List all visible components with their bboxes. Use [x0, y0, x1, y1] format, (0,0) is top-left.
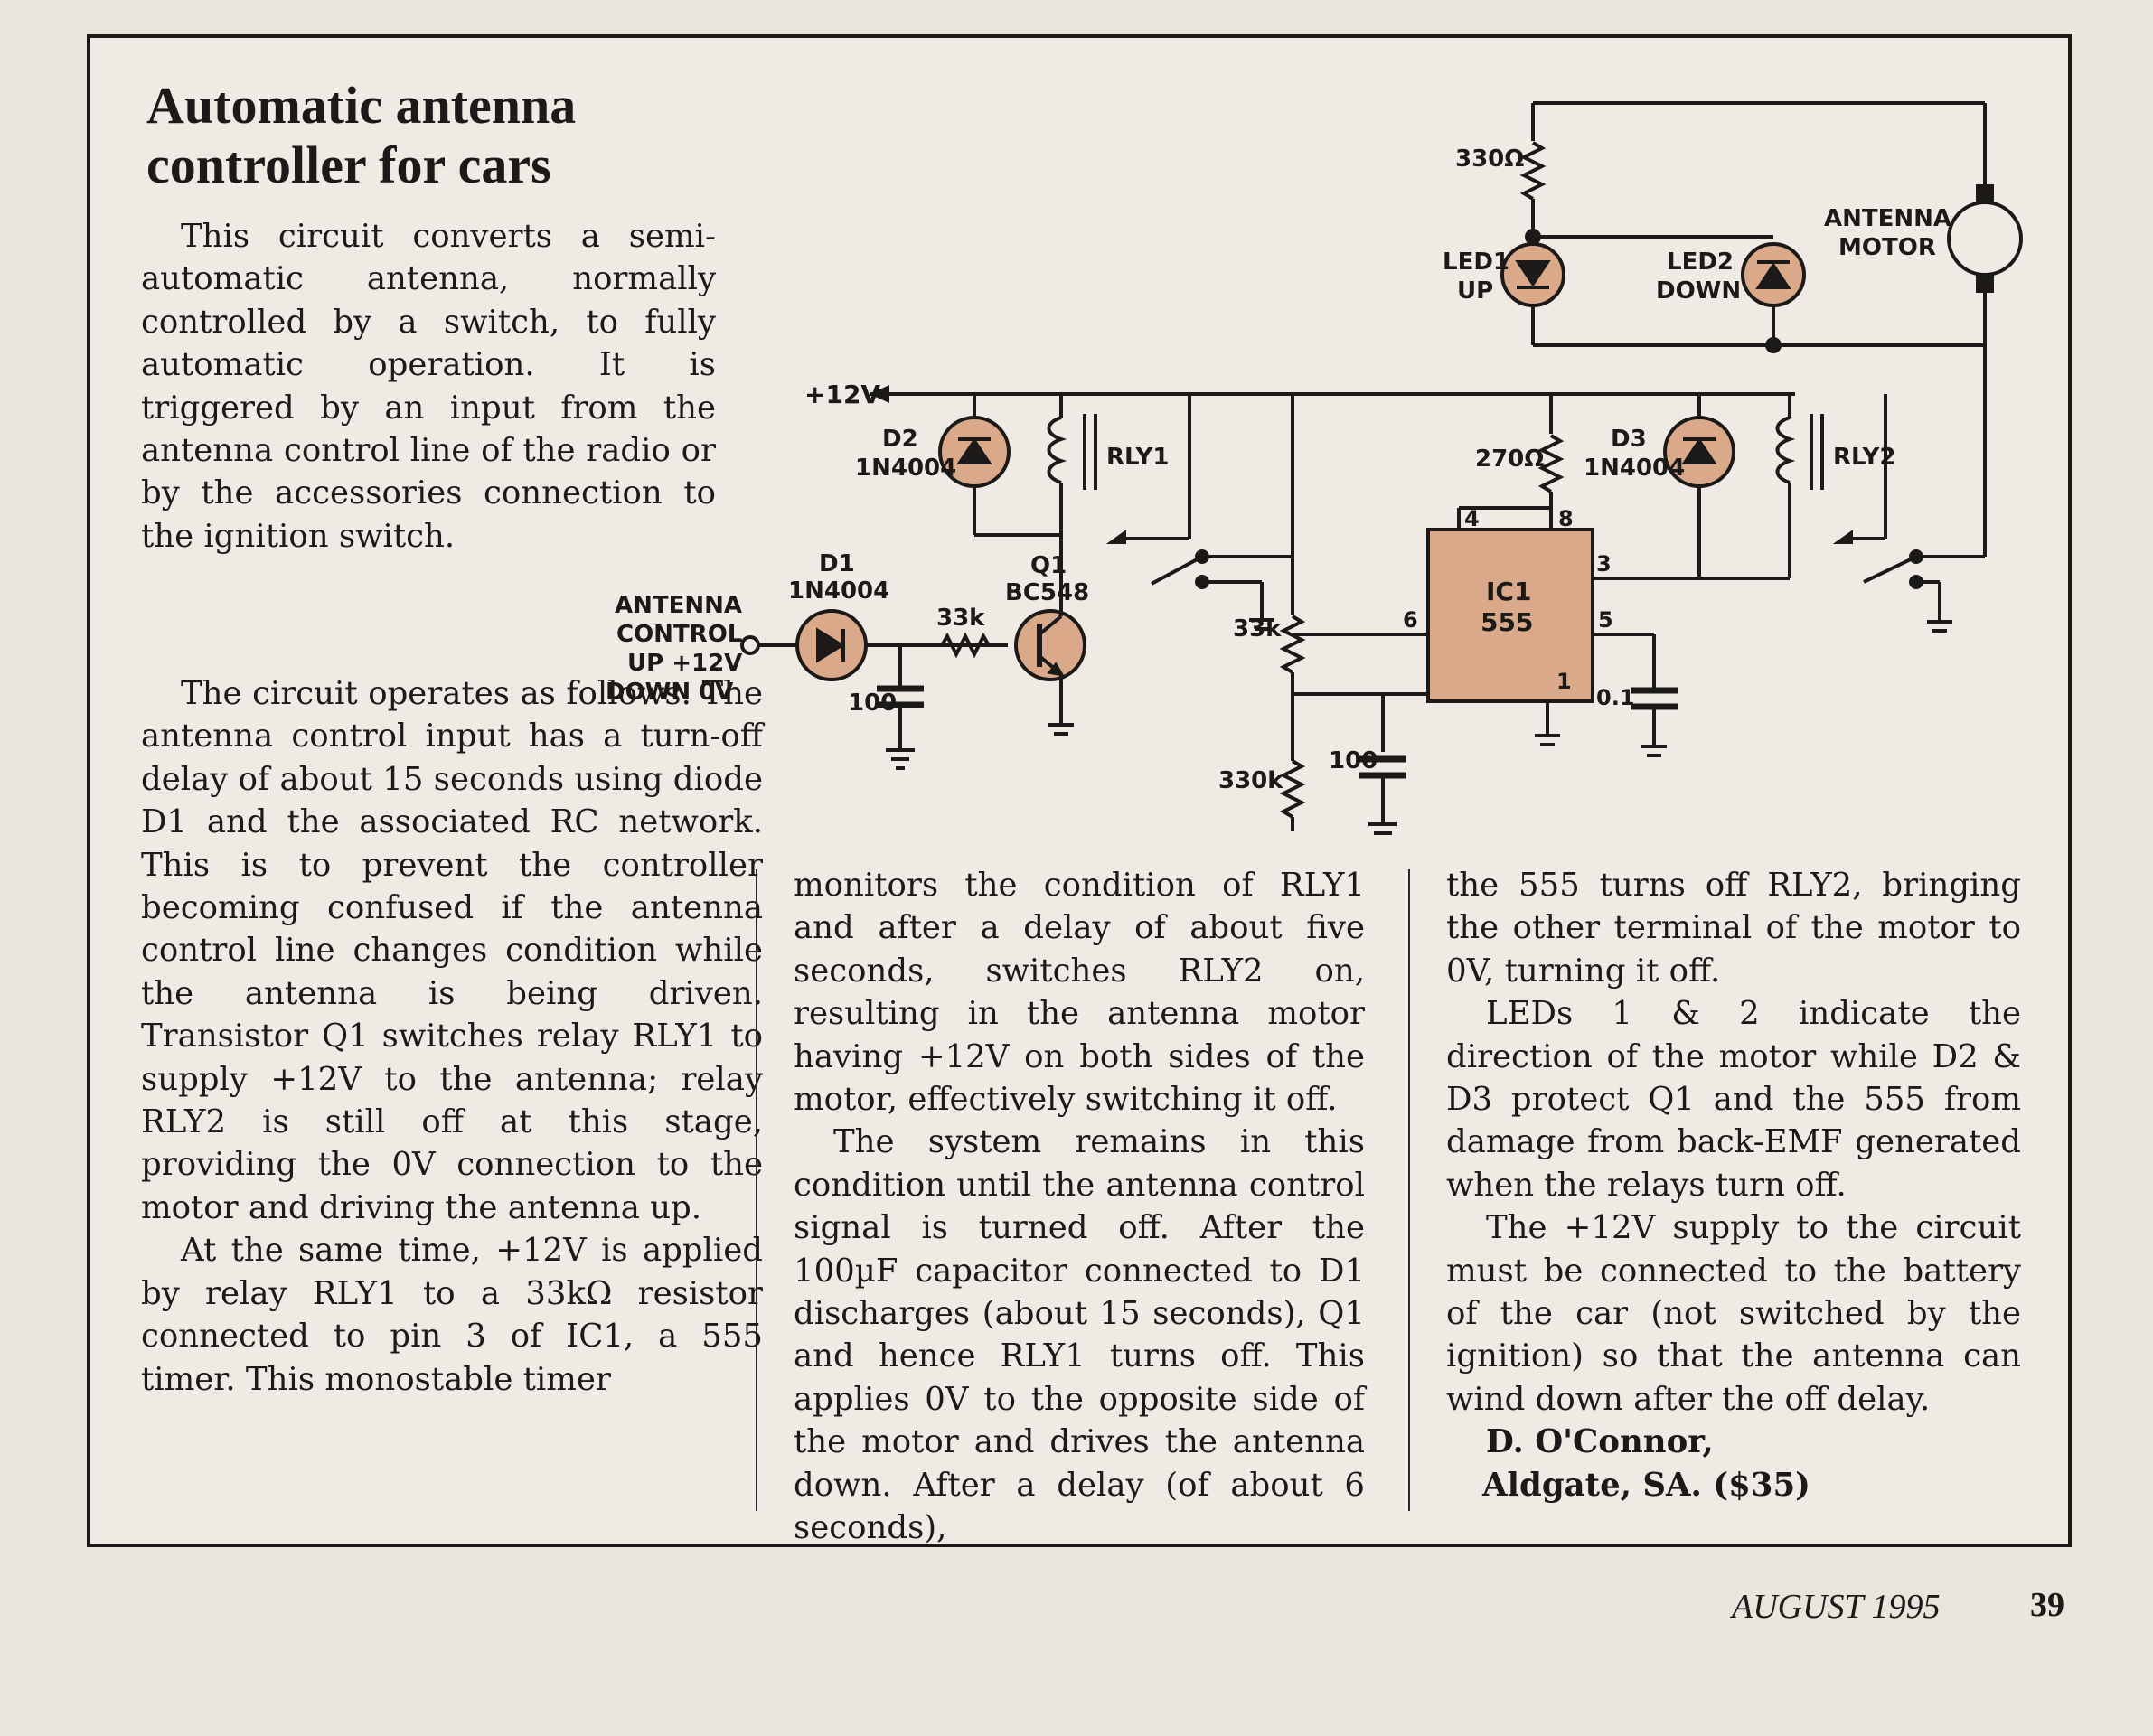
- antenna-motor-icon: [1947, 201, 2023, 277]
- paragraph: This circuit converts a semi-automatic a…: [141, 218, 716, 555]
- author-name: D. O'Connor,: [1486, 1423, 1714, 1461]
- pin5-label: 5: [1598, 607, 1613, 633]
- d1-type: 1N4004: [788, 577, 889, 605]
- cin-label: 100: [848, 690, 897, 717]
- ic1-555-chip: [1426, 528, 1594, 703]
- rtop-label: 330Ω: [1455, 145, 1524, 173]
- issue-date: AUGUST 1995: [1732, 1588, 1941, 1626]
- ric-label: 270Ω: [1475, 446, 1544, 473]
- column-divider: [1408, 869, 1410, 1511]
- page-number: 39: [2030, 1586, 2064, 1624]
- d2-type: 1N4004: [855, 455, 956, 482]
- paragraph: monitors the condition of RLY1 and after…: [794, 867, 1365, 1119]
- paragraph: the 555 turns off RLY2, bringing the oth…: [1446, 867, 2021, 990]
- input-label-2: CONTROL: [616, 621, 742, 648]
- rly2-coil-icon: [1775, 416, 1796, 484]
- d1-label: D1: [819, 550, 855, 577]
- title-line-1: Automatic antenna: [146, 76, 577, 135]
- motor-label-2: MOTOR: [1838, 234, 1936, 261]
- paragraph: The circuit operates as follows. The ant…: [141, 675, 763, 1226]
- input-label-1: ANTENNA: [615, 592, 742, 619]
- cctrl-label: 0.1: [1596, 685, 1635, 710]
- led1-label: LED1: [1443, 249, 1509, 276]
- d2-label: D2: [882, 426, 918, 453]
- column-2-body: monitors the condition of RLY1 and after…: [794, 864, 1365, 1550]
- rbase-label: 33k: [936, 605, 985, 632]
- article-title: Automatic antenna controller for cars: [146, 76, 725, 195]
- paragraph: LEDs 1 & 2 indicate the direction of the…: [1446, 995, 2021, 1204]
- pin8-label: 8: [1558, 506, 1574, 531]
- led2-label: LED2: [1667, 249, 1734, 276]
- circuit-schematic: +12V ANTENNA CONTROL UP +12V DOWN 0V D1 …: [606, 101, 2023, 835]
- intro-paragraph: This circuit converts a semi-automatic a…: [141, 215, 716, 558]
- paragraph: At the same time, +12V is applied by rel…: [141, 1232, 763, 1398]
- pin4-label: 4: [1464, 506, 1480, 531]
- rly1-label: RLY1: [1106, 444, 1169, 471]
- ic1-label: IC1: [1486, 577, 1531, 606]
- column-divider: [756, 869, 757, 1511]
- supply-label: +12V: [804, 380, 880, 409]
- pin1-label: 1: [1556, 669, 1572, 694]
- rly1-coil-icon: [1047, 416, 1067, 484]
- ic1-type: 555: [1481, 607, 1533, 637]
- q1-type: BC548: [1005, 579, 1089, 606]
- rlow-label: 330k: [1218, 767, 1283, 794]
- input-label-3: UP +12V: [627, 650, 742, 677]
- q1-transistor-icon: [1014, 609, 1086, 681]
- paragraph: The system remains in this condition unt…: [794, 1123, 1365, 1547]
- led2-sub: DOWN: [1656, 277, 1741, 305]
- article-frame: Automatic antenna controller for cars Th…: [87, 34, 2072, 1547]
- rmid-label: 33k: [1233, 615, 1282, 643]
- pin6-label: 6: [1403, 607, 1418, 633]
- title-line-2: controller for cars: [146, 136, 551, 194]
- motor-label-1: ANTENNA: [1824, 205, 1951, 232]
- d3-type: 1N4004: [1584, 455, 1685, 482]
- pin3-label: 3: [1596, 551, 1612, 577]
- d3-label: D3: [1611, 426, 1647, 453]
- column-1-body: The circuit operates as follows. The ant…: [141, 672, 763, 1401]
- column-3-body: the 555 turns off RLY2, bringing the oth…: [1446, 864, 2021, 1506]
- paragraph: The +12V supply to the circuit must be c…: [1446, 1209, 2021, 1418]
- author-location: Aldgate, SA. ($35): [1482, 1466, 1810, 1504]
- ctim-label: 100: [1329, 747, 1377, 774]
- led1-sub: UP: [1457, 277, 1493, 305]
- input-label-4: DOWN 0V: [606, 679, 733, 706]
